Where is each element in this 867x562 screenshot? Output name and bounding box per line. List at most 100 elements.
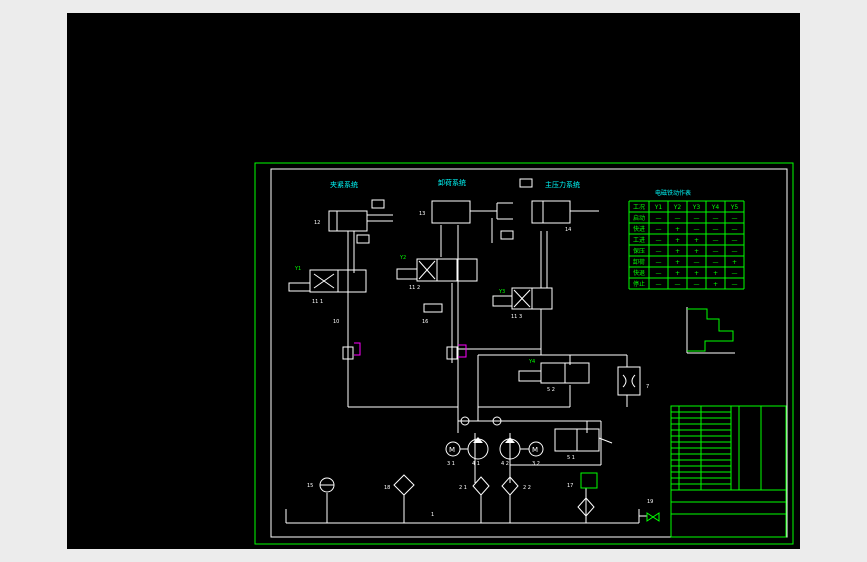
table-cell: + [675,226,680,233]
label-item-15: 15 [307,483,313,489]
hydraulic-schematic: 夹紧系统 卸荷系统 主压力系统 [254,162,794,545]
table-cell: — [675,281,681,288]
table-cell: — [732,270,738,277]
table-cell: 卸荷 [633,258,645,266]
unload-system-title: 卸荷系统 [438,178,466,187]
table-cell: — [675,215,681,222]
label-pump-4-2: 4 2 [501,461,509,467]
label-cylinder-13: 13 [419,211,425,217]
table-cell: — [732,248,738,255]
table-cell: — [732,215,738,222]
clamp-cylinder [328,199,393,244]
valve-11-2 [396,258,478,282]
table-header-cell: Y4 [711,204,720,211]
table-cell: — [694,226,700,233]
label-filter-2-1: 2 1 [459,485,467,491]
label-cylinder-12: 12 [314,220,320,226]
table-cell: + [694,237,699,244]
table-cell: — [713,215,719,222]
table-cell: 停止 [633,280,645,288]
valve-17 [580,472,598,489]
table-cell: — [656,248,662,255]
table-title: 电磁铁动作表 [655,189,691,197]
label-item-10: 10 [333,319,339,325]
svg-text:M: M [449,446,455,454]
table-header-cell: Y1 [654,204,663,211]
table-cell: + [675,237,680,244]
relief-valve-mid [446,346,458,360]
table-cell: + [675,259,680,266]
outer-frame [254,162,794,545]
label-motor-3-2: 3 2 [532,461,540,467]
label-item-7: 7 [646,384,649,390]
label-item-17: 17 [567,483,573,489]
table-cell: — [694,259,700,266]
relief-valve-left [342,346,354,360]
table-cell: 保压 [633,247,645,255]
table-header-cell: Y2 [673,204,682,211]
table-header-cell: Y5 [730,204,739,211]
table-cell: 工进 [633,236,645,244]
table-cell: — [656,226,662,233]
table-cell: 启动 [633,214,645,222]
table-cell: — [656,281,662,288]
label-item-19: 19 [647,499,653,505]
table-cell: — [732,281,738,288]
label-y2: Y2 [399,255,406,261]
table-cell: + [694,270,699,277]
main-cylinder [531,200,599,224]
label-pump-4-1: 4 1 [472,461,480,467]
valve-11-3 [492,287,553,310]
clamp-system-title: 夹紧系统 [330,180,358,189]
valve-5-2 [518,362,590,384]
table-cell: — [732,226,738,233]
table-cell: + [713,270,718,277]
label-motor-3-1: 3 1 [447,461,455,467]
pump-group-left: M [445,437,489,460]
check-valve-icon [492,416,502,426]
svg-text:M: M [532,446,538,454]
filter-icon [393,474,595,517]
stop-valve [646,512,660,522]
cycle-diagram [686,307,735,354]
table-cell: — [656,270,662,277]
table-cell: — [713,237,719,244]
table-cell: — [732,237,738,244]
table-header-cell: 工况 [633,204,645,211]
table-cell: — [656,215,662,222]
unload-cylinder [431,178,533,240]
check-valve-icon [460,416,470,426]
label-valve-5-2: 5 2 [547,387,555,393]
label-valve-5-1: 5 1 [567,455,575,461]
table-cell: — [713,248,719,255]
accumulator-7 [617,366,641,396]
main-pressure-title: 主压力系统 [545,180,580,189]
table-cell: — [656,237,662,244]
table-cell: — [694,215,700,222]
table-cell: — [656,259,662,266]
valve-5-1 [554,428,613,452]
label-valve-11-2: 11 2 [409,285,420,291]
label-item-18: 18 [384,485,390,491]
table-cell: + [694,248,699,255]
label-valve-11-1: 11 1 [312,299,323,305]
pump-group-right: M [499,437,544,460]
table-cell: — [694,281,700,288]
inner-frame [270,168,788,538]
label-cylinder-14: 14 [565,227,571,233]
hydraulic-lines [285,218,647,524]
label-filter-2-2: 2 2 [523,485,531,491]
table-cell: + [675,248,680,255]
label-item-16: 16 [422,319,428,325]
table-cell: 快退 [633,269,645,277]
table-cell: — [713,259,719,266]
cad-viewport[interactable]: 夹紧系统 卸荷系统 主压力系统 [67,13,800,549]
table-cell: + [675,270,680,277]
table-cell: + [732,259,737,266]
label-y3: Y3 [498,289,505,295]
title-block [670,405,787,538]
label-y1: Y1 [294,266,301,272]
pressure-valve-left [354,342,361,356]
table-cell: — [713,226,719,233]
